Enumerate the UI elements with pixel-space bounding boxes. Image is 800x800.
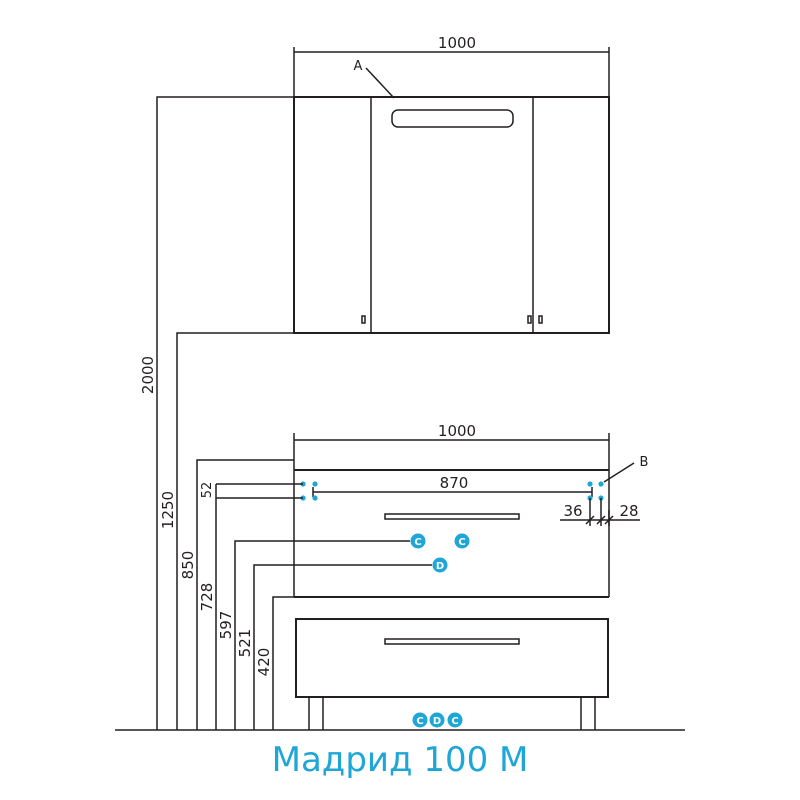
cabinet-width-dimension: 1000 <box>293 34 610 97</box>
marker-d: D <box>432 557 448 573</box>
mounting-points <box>300 481 604 501</box>
label-a: A <box>354 59 395 99</box>
left-gap-value: 36 <box>563 502 582 520</box>
svg-text:C: C <box>414 537 421 548</box>
svg-text:521: 521 <box>236 629 254 658</box>
height-dimension-521: 521 <box>236 564 432 730</box>
height-dimension-597: 597 <box>217 540 410 730</box>
vanity-width-dimension: 1000 <box>293 422 610 462</box>
height-dimension-1250: 1250 <box>159 332 294 730</box>
upper-drawer-handle <box>384 513 520 520</box>
cabinet-handle <box>361 315 366 324</box>
svg-text:420: 420 <box>255 648 273 677</box>
marker-c-right: C <box>454 533 470 549</box>
floor-markers: C D C <box>412 712 463 728</box>
label-b: B <box>603 455 649 483</box>
svg-text:B: B <box>640 455 649 470</box>
svg-text:850: 850 <box>179 551 197 580</box>
mirror-cabinet <box>293 96 610 334</box>
height-dimension-52: 52 <box>200 482 303 499</box>
vanity-width-value: 1000 <box>438 422 476 440</box>
lower-drawer <box>295 618 609 730</box>
svg-text:C: C <box>451 716 458 727</box>
light-panel <box>391 109 514 128</box>
cabinet-width-value: 1000 <box>438 34 476 52</box>
inner-width-value: 870 <box>440 474 469 492</box>
svg-text:D: D <box>436 561 444 572</box>
product-title: Мадрид 100 М <box>271 740 529 780</box>
svg-text:C: C <box>416 716 423 727</box>
height-dimension-728: 728 <box>198 484 217 730</box>
inner-width-dimension: 870 <box>312 474 593 497</box>
marker-c-left: C <box>410 533 426 549</box>
svg-text:A: A <box>354 59 363 74</box>
height-dimension-2000: 2000 <box>139 96 294 730</box>
right-gap-value: 28 <box>619 502 638 520</box>
height-dimension-420: 420 <box>255 596 294 730</box>
lower-drawer-handle <box>384 638 520 645</box>
svg-text:C: C <box>458 537 465 548</box>
cabinet-handle <box>538 315 543 324</box>
cabinet-handle <box>527 315 532 324</box>
vanity-top <box>293 462 610 598</box>
gap-dimensions: 36 28 <box>560 498 640 526</box>
svg-text:52: 52 <box>200 482 215 499</box>
svg-text:D: D <box>433 716 441 727</box>
svg-text:2000: 2000 <box>139 356 157 394</box>
height-dimension-850: 850 <box>179 459 294 730</box>
svg-text:1250: 1250 <box>159 491 177 529</box>
svg-text:728: 728 <box>198 583 216 612</box>
svg-text:597: 597 <box>217 611 235 640</box>
